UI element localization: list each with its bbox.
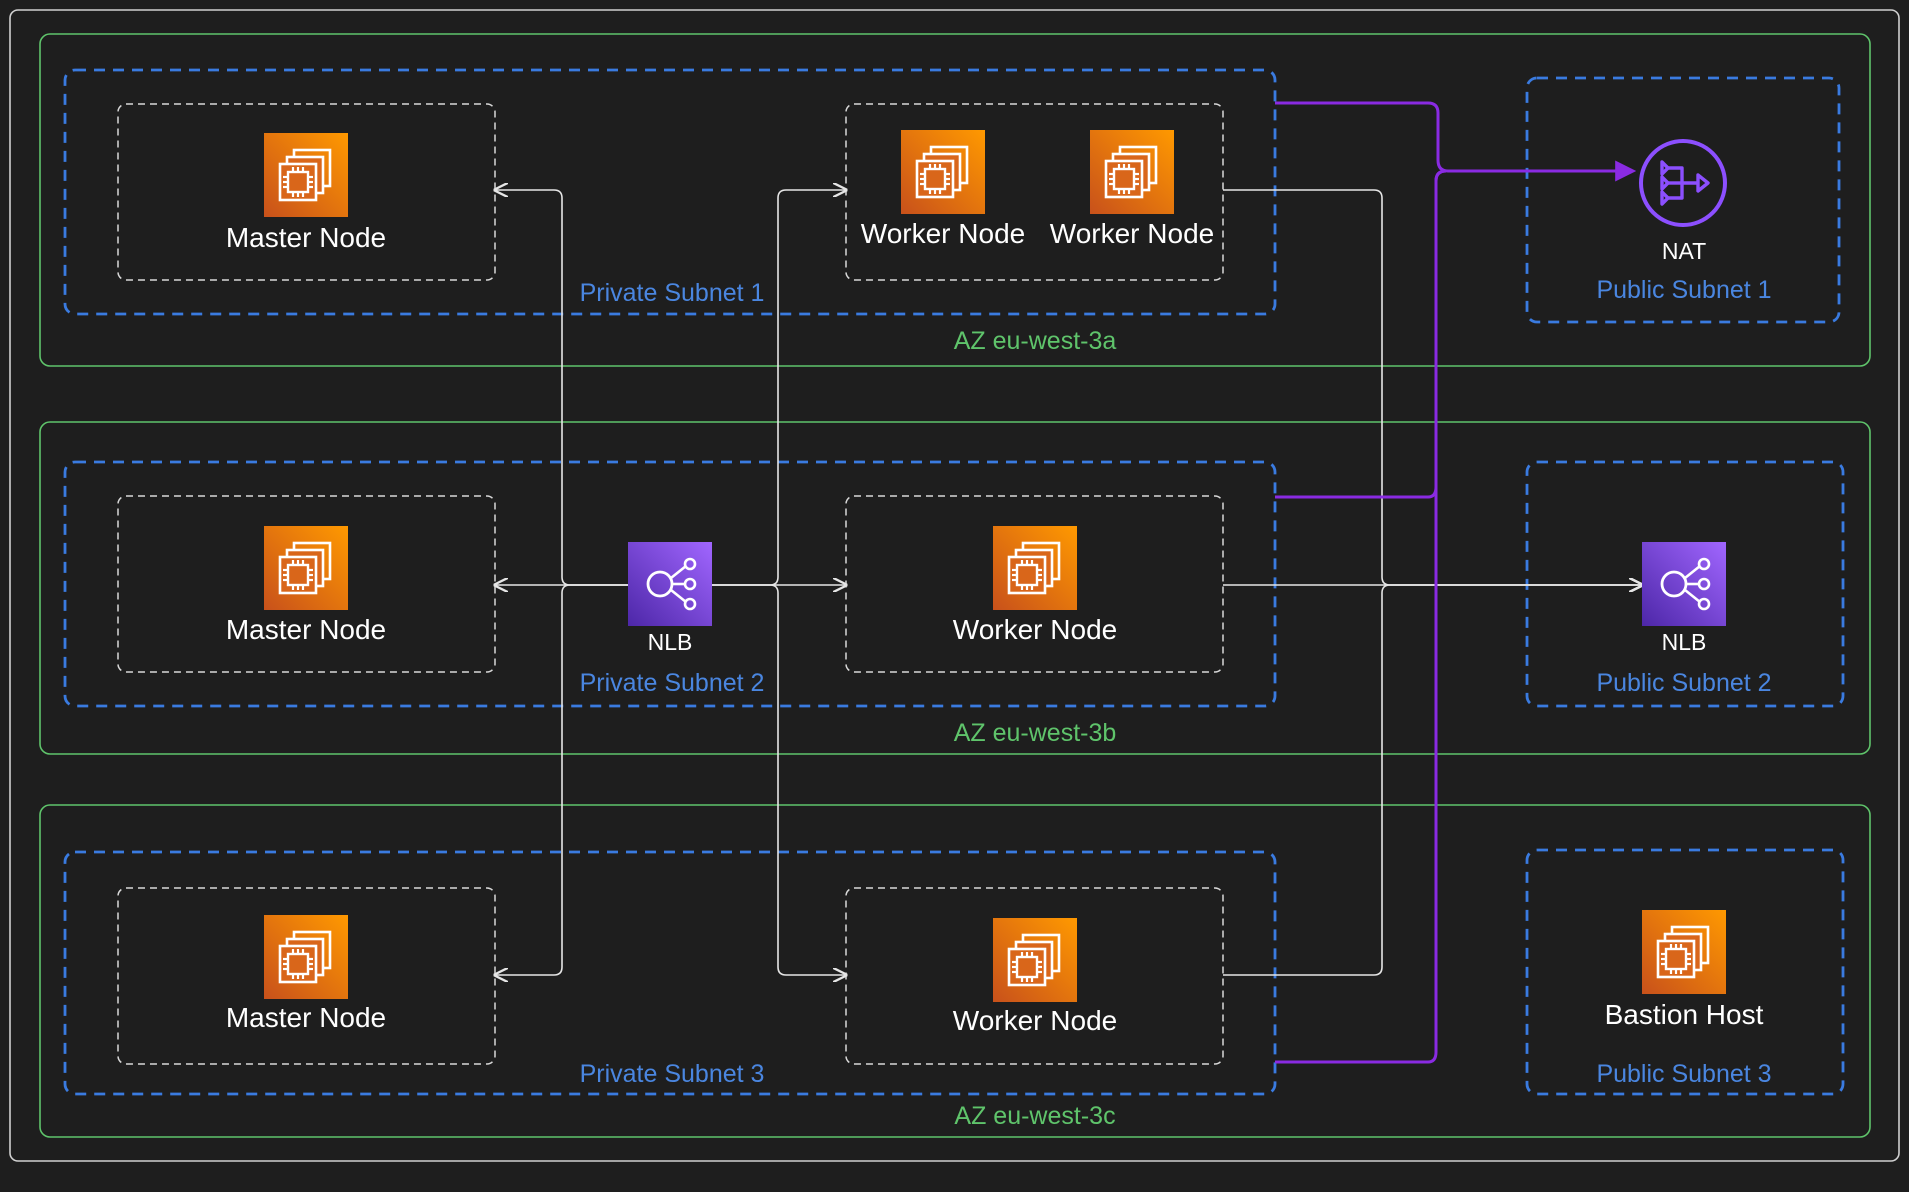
public-subnet-3 — [1525, 848, 1845, 1096]
master-node-box-2 — [117, 495, 496, 673]
route-subnet-3-to-nat — [1275, 169, 1447, 1064]
master-node-3-ec2-icon — [264, 915, 348, 999]
private-subnet-2 — [63, 460, 1277, 708]
connector-nlb-to-master-1 — [495, 190, 628, 586]
az-eu-west-3b-label: AZ eu-west-3b — [954, 719, 1117, 747]
nat-label: NAT — [1662, 238, 1706, 264]
worker-node-1a-label: Worker Node — [861, 218, 1025, 249]
public-subnet-2 — [1525, 460, 1845, 708]
az-eu-west-3c — [39, 804, 1871, 1138]
master-node-1-ec2-icon — [264, 133, 348, 217]
private-subnet-1-label: Private Subnet 1 — [580, 279, 765, 307]
az-eu-west-3b — [39, 421, 1871, 755]
public-nlb-label: NLB — [1662, 629, 1707, 655]
worker-node-2-ec2-icon — [993, 526, 1077, 610]
private-subnet-3 — [63, 850, 1277, 1096]
nat-gateway-icon — [1639, 139, 1727, 227]
master-node-3-label: Master Node — [226, 1002, 386, 1033]
connector-worker-1-to-public-nlb — [1223, 189, 1642, 585]
az-eu-west-3c-label: AZ eu-west-3c — [954, 1102, 1115, 1130]
worker-node-2-label: Worker Node — [953, 614, 1117, 645]
internal-nlb-label: NLB — [648, 629, 693, 655]
connector-nlb-to-worker-1 — [712, 190, 846, 586]
master-node-2-label: Master Node — [226, 614, 386, 645]
bastion-host-ec2-icon — [1642, 910, 1726, 994]
internal-nlb-icon — [628, 542, 712, 626]
public-subnet-1 — [1525, 76, 1841, 324]
master-node-2-ec2-icon — [264, 526, 348, 610]
worker-node-1a-ec2-icon — [901, 130, 985, 214]
worker-node-3-label: Worker Node — [953, 1005, 1117, 1036]
route-subnet-1-to-nat — [1275, 101, 1637, 182]
route-subnet-2-to-nat — [1275, 169, 1447, 499]
connector-nlb-to-master-3 — [495, 584, 628, 975]
worker-node-3-ec2-icon — [993, 918, 1077, 1002]
master-node-box-3 — [117, 887, 496, 1065]
diagram-frame — [9, 9, 1900, 1162]
bastion-host-label: Bastion Host — [1605, 999, 1764, 1030]
private-subnet-1 — [63, 68, 1277, 316]
private-subnet-2-label: Private Subnet 2 — [580, 669, 765, 697]
master-node-box-1 — [117, 103, 496, 281]
master-node-1-label: Master Node — [226, 222, 386, 253]
worker-node-1b-label: Worker Node — [1050, 218, 1214, 249]
public-subnet-2-label: Public Subnet 2 — [1596, 669, 1771, 697]
az-eu-west-3a — [39, 33, 1871, 367]
connector-nlb-to-worker-3 — [712, 584, 846, 975]
private-subnet-3-label: Private Subnet 3 — [580, 1060, 765, 1088]
az-eu-west-3a-label: AZ eu-west-3a — [954, 327, 1117, 355]
public-nlb-icon — [1642, 542, 1726, 626]
public-subnet-3-label: Public Subnet 3 — [1596, 1060, 1771, 1088]
public-subnet-1-label: Public Subnet 1 — [1596, 276, 1771, 304]
connector-worker-3-to-public-nlb — [1223, 585, 1642, 976]
worker-node-1b-ec2-icon — [1090, 130, 1174, 214]
